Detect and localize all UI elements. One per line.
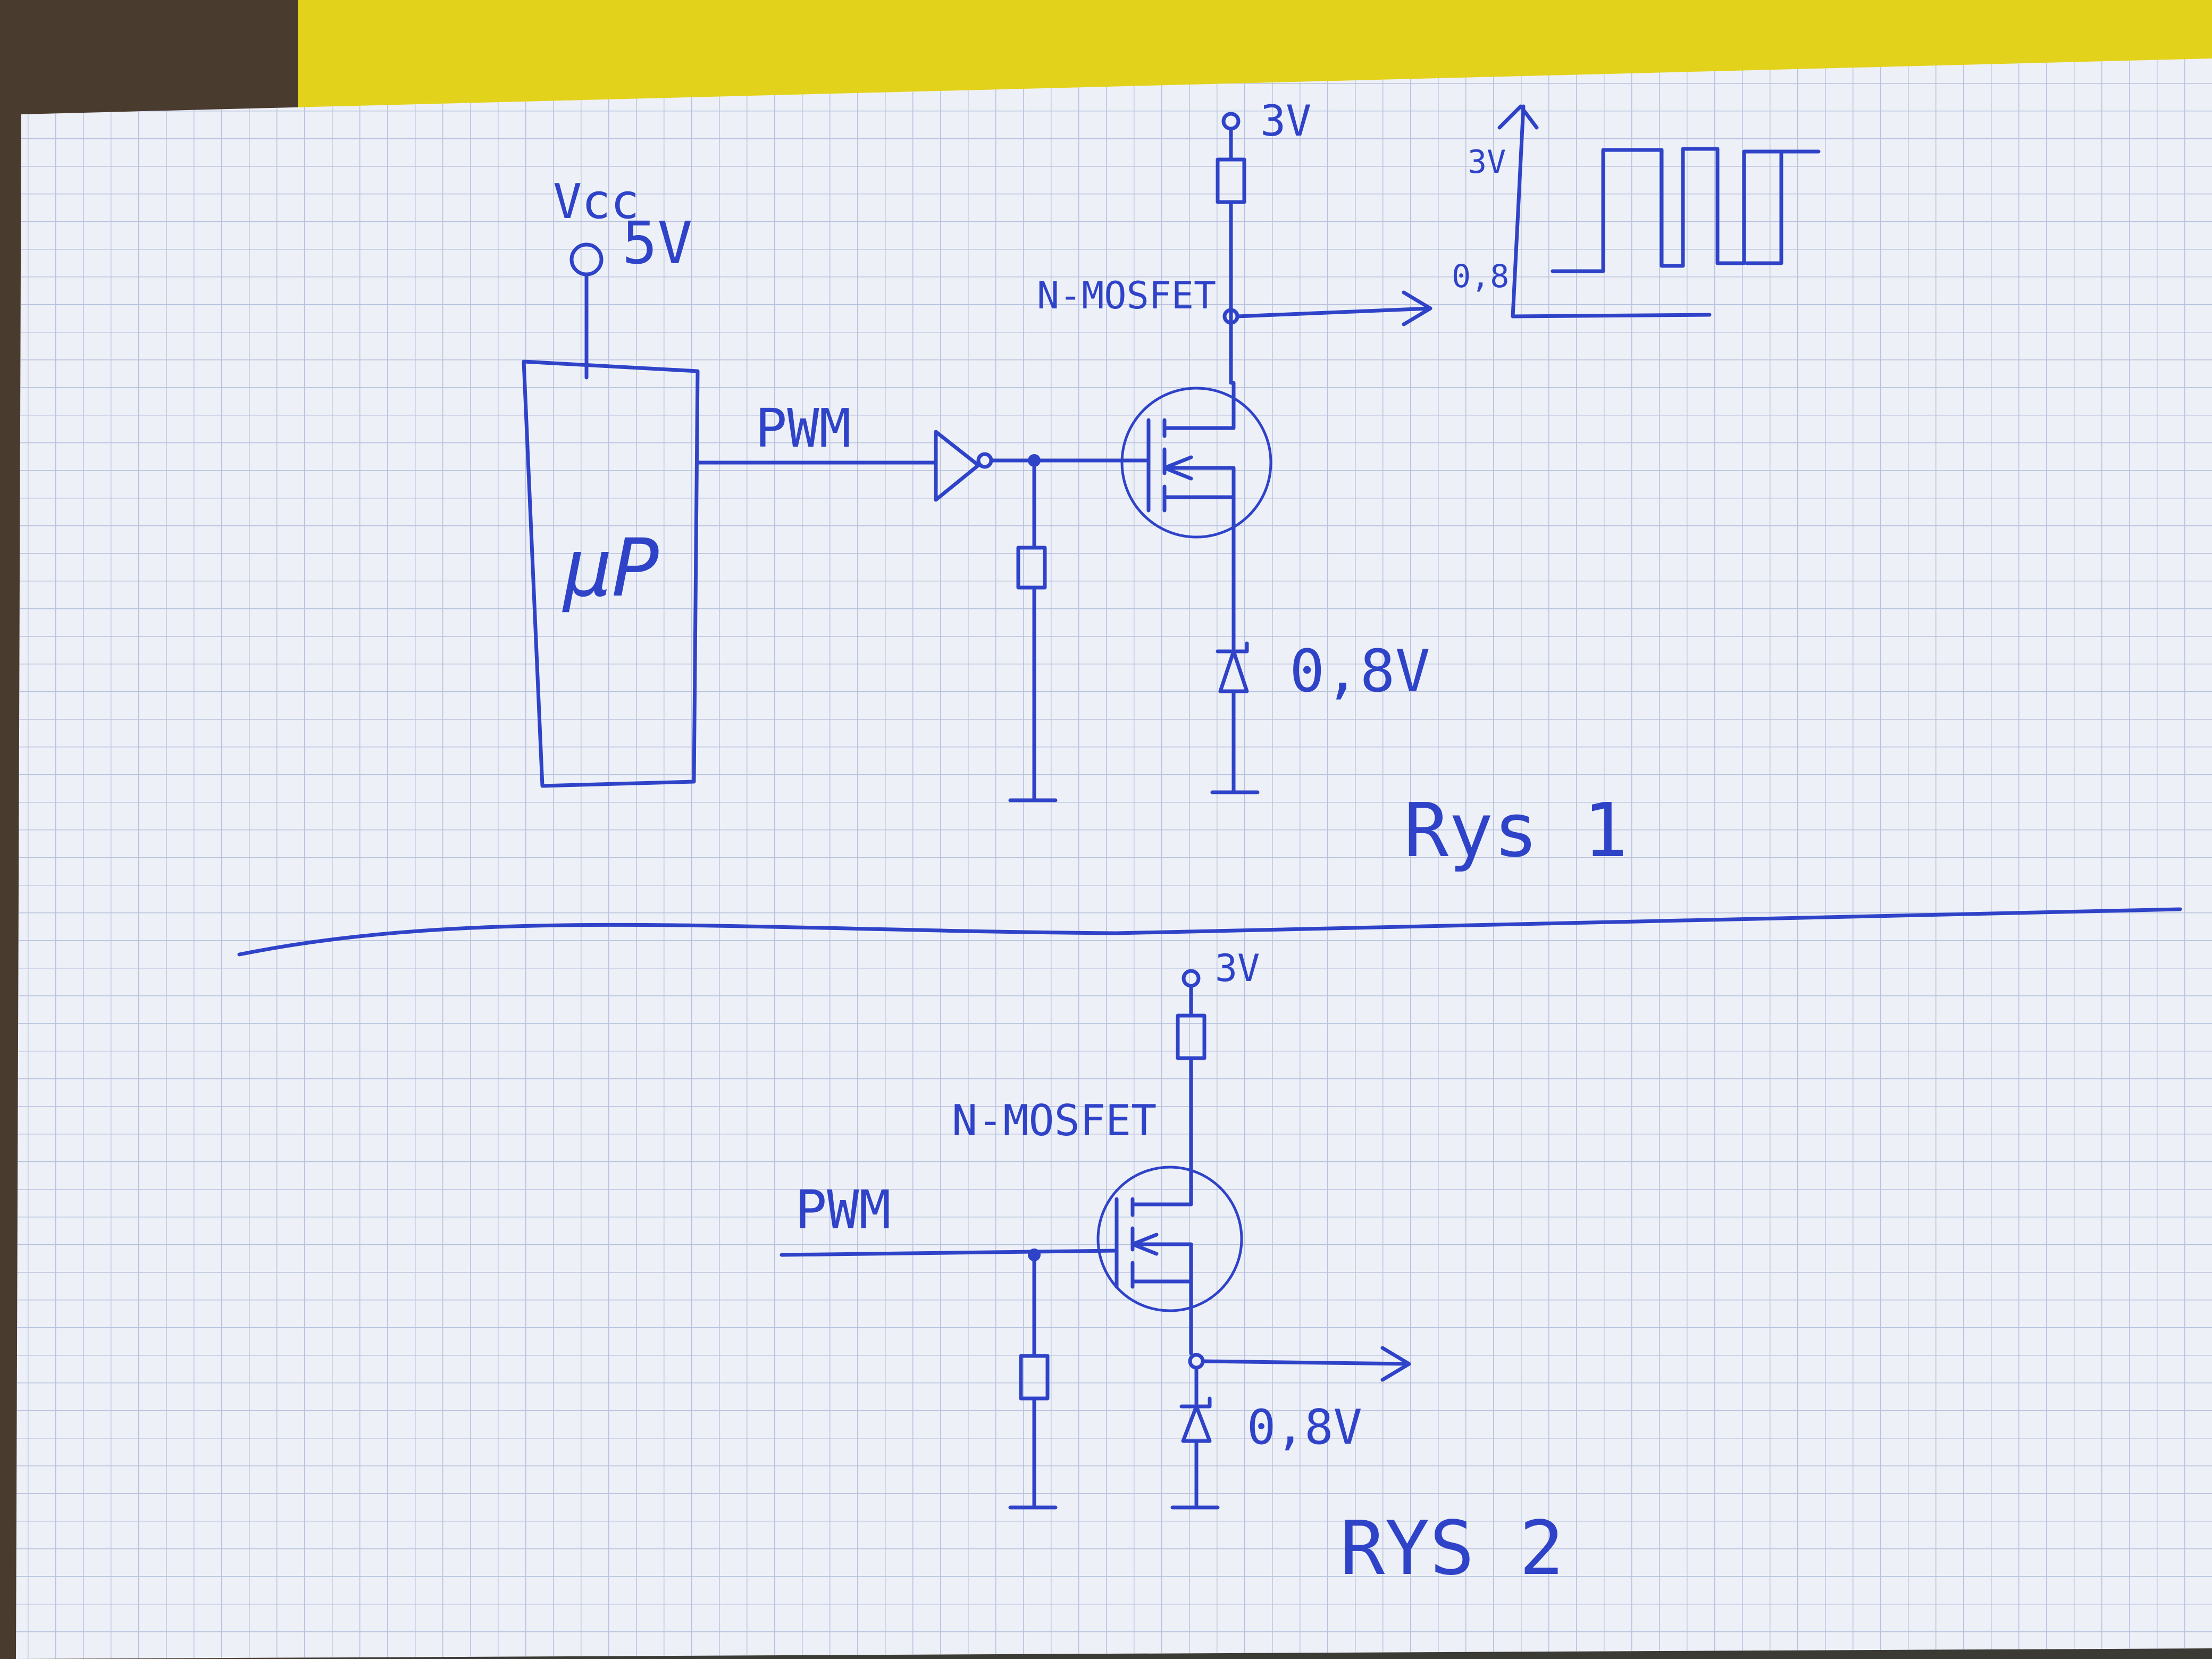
- mosfet-circle-2: [1096, 1166, 1243, 1312]
- vcc-label: Vcc: [553, 174, 640, 230]
- waveform-low-label: 0,8: [1452, 258, 1509, 295]
- drain-resistor-1: [1216, 157, 1246, 204]
- microcontroller-box: [522, 359, 700, 788]
- zener-voltage-label-1: 0,8V: [1289, 637, 1430, 705]
- waveform-high-label: 3V: [1468, 144, 1506, 181]
- waveform-square: [1551, 147, 1821, 273]
- output-arrow-1: [1235, 290, 1432, 326]
- figure-2: 3V N-MOSFET PWM 0,8V RYS 2: [780, 946, 1564, 1592]
- pwm-label-2: PWM: [795, 1179, 891, 1241]
- figure-1: Vcc 5V μP PWM 3V N-MOSFET 0,8: [522, 96, 1821, 874]
- mosfet-label-2: N-MOSFET: [952, 1096, 1157, 1145]
- pulldown-resistor-2: [1019, 1354, 1050, 1401]
- zener-diode-1: [1216, 641, 1249, 693]
- mosfet-arrow-1: [1162, 455, 1193, 481]
- mosfet-arrow-2: [1130, 1233, 1159, 1256]
- supply-voltage-label-1: 3V: [1260, 96, 1311, 146]
- zener-diode-2: [1179, 1396, 1212, 1443]
- mosfet-gate-1: [1120, 418, 1151, 513]
- mosfet-terminals-1: [1162, 381, 1236, 539]
- mosfet-label-1: N-MOSFET: [1037, 274, 1216, 317]
- figure-2-caption: RYS 2: [1340, 1505, 1564, 1592]
- waveform-axes: [1497, 104, 1712, 319]
- figure-separator: [237, 907, 2182, 957]
- microcontroller-label: μP: [562, 522, 660, 615]
- pulldown-resistor-1: [1016, 546, 1047, 590]
- figure-1-caption: Rys 1: [1404, 787, 1628, 874]
- drain-resistor-2: [1176, 1013, 1206, 1060]
- paper-grid: [16, 58, 2212, 1659]
- vcc-voltage-label: 5V: [622, 209, 692, 277]
- mosfet-terminals-2: [1130, 1202, 1193, 1355]
- supply-voltage-label-2: 3V: [1215, 946, 1260, 990]
- inverter-symbol: [934, 430, 981, 502]
- pwm-wire-2: [780, 1249, 1119, 1257]
- pwm-label-1: PWM: [755, 397, 851, 459]
- output-arrow-2: [1201, 1346, 1411, 1382]
- zener-voltage-label-2: 0,8V: [1247, 1400, 1362, 1455]
- mosfet-circle-1: [1120, 387, 1272, 539]
- waveform-tail: [1745, 149, 1783, 265]
